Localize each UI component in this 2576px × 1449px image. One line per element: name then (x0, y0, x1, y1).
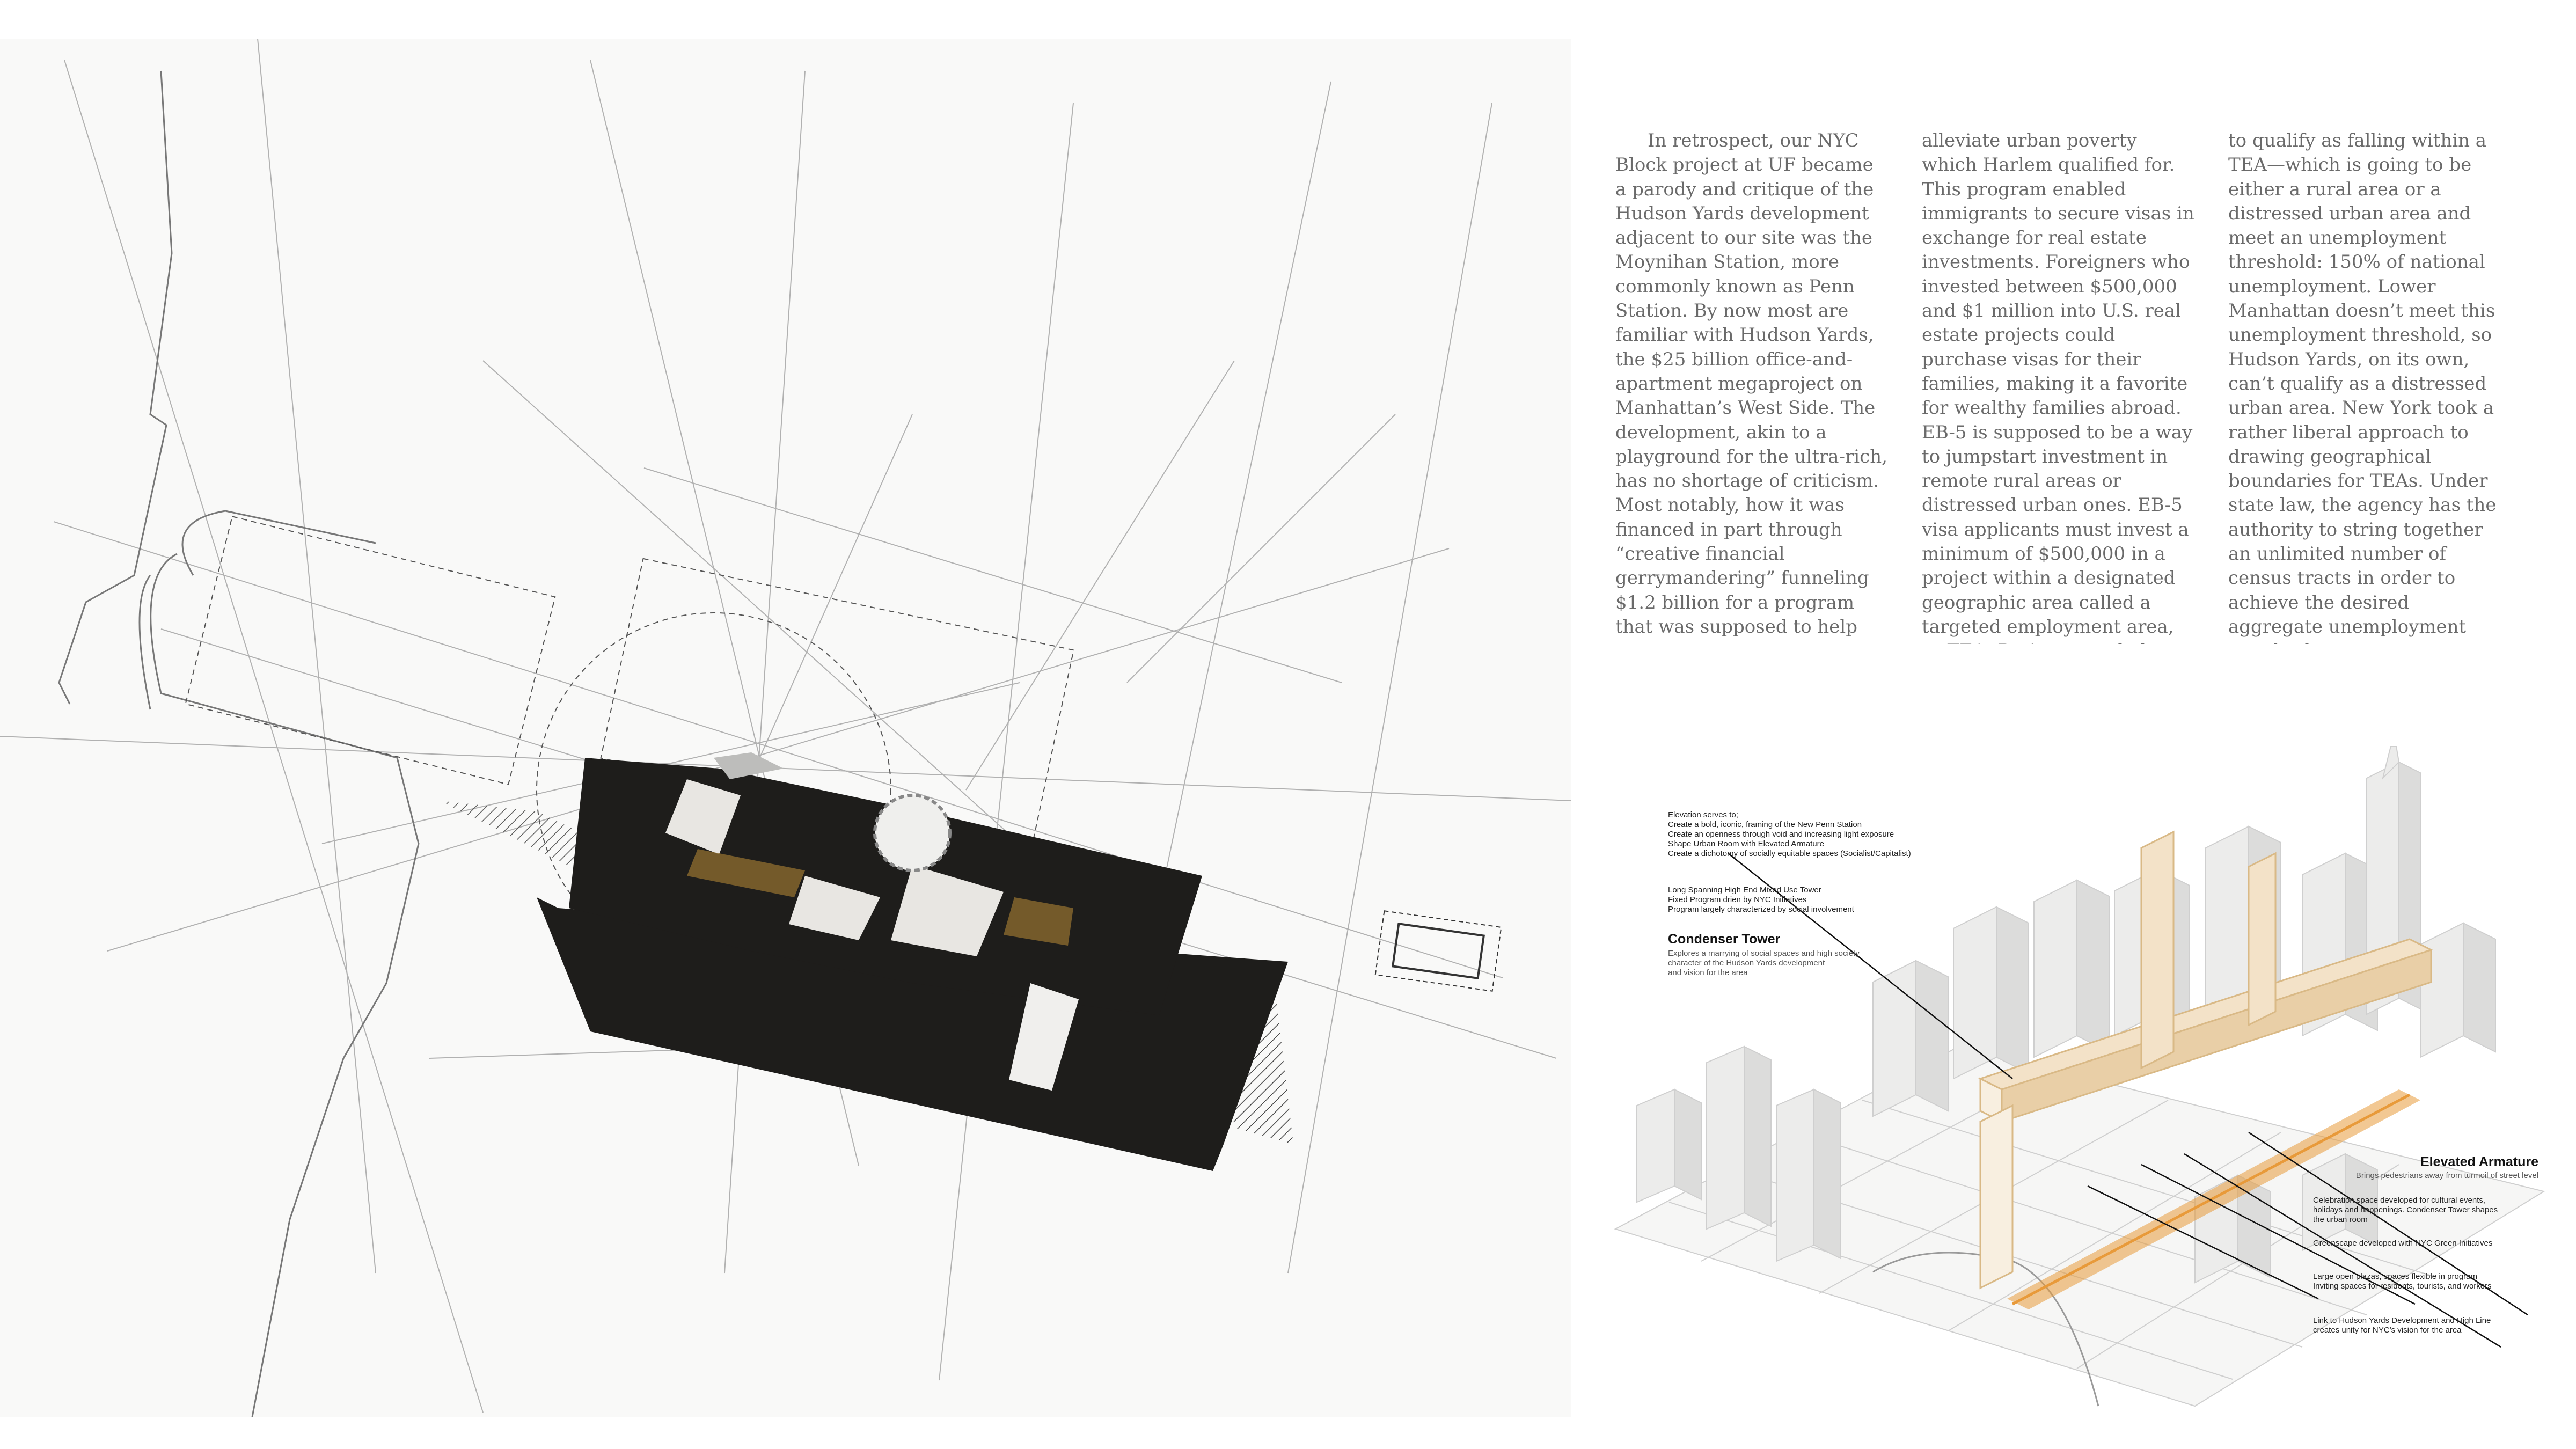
condenser-line: character of the Hudson Yards developmen… (1668, 958, 1825, 968)
axonometric-svg (1614, 746, 2545, 1407)
condenser-tower-notes: Explores a marrying of social spaces and… (1668, 949, 1860, 978)
note-line: Large open plazas, spaces flexible in pr… (2313, 1272, 2478, 1281)
condenser-line: Explores a marrying of social spaces and… (1668, 949, 1860, 958)
note-line: the urban room (2313, 1215, 2368, 1224)
note-hudson-yards-link: Link to Hudson Yards Development and Hig… (2313, 1316, 2491, 1335)
note-line: Link to Hudson Yards Development and Hig… (2313, 1316, 2491, 1325)
note-line: Greenscape developed with NYC Green Init… (2313, 1239, 2493, 1248)
note-line: creates unity for NYC’s vision for the a… (2313, 1326, 2462, 1335)
essay-column-2: alleviate urban poverty which Harlem qua… (1922, 130, 2194, 644)
plan-mass (537, 752, 1288, 1171)
note-open-plazas: Large open plazas, spaces flexible in pr… (2313, 1272, 2492, 1291)
axonometric-diagram: Elevation serves to; Create a bold, icon… (1605, 746, 2549, 1411)
note-line: holidays and happenings. Condenser Tower… (2313, 1205, 2498, 1214)
tower-line: Long Spanning High End Mixed Use Tower (1668, 885, 1821, 895)
essay-column-1: In retrospect, our NYC Block project at … (1615, 130, 1887, 638)
condenser-line: and vision for the area (1668, 968, 1748, 977)
elevation-line: Create a bold, iconic, framing of the Ne… (1668, 820, 1862, 829)
tower-line: Program largely characterized by social … (1668, 905, 1854, 914)
elevation-line: Elevation serves to; (1668, 810, 1738, 819)
elevation-notes: Elevation serves to; Create a bold, icon… (1668, 810, 1911, 859)
leader-lines (1728, 853, 2528, 1348)
note-celebration-space: Celebration space developed for cultural… (2313, 1196, 2498, 1225)
elevation-line: Shape Urban Room with Elevated Armature (1668, 839, 1824, 848)
elevation-line: Create a dichotomy of socially equitable… (1668, 849, 1911, 858)
construction-lines (0, 39, 1571, 1413)
tower-notes: Long Spanning High End Mixed Use Tower F… (1668, 885, 1854, 914)
condenser-tower-title: Condenser Tower (1668, 932, 1781, 947)
street-outline (58, 70, 420, 1417)
condenser-tower (1978, 830, 2433, 1309)
note-greenscape: Greenscape developed with NYC Green Init… (2313, 1239, 2492, 1248)
site-plan-svg (0, 39, 1571, 1417)
note-line: Celebration space developed for cultural… (2313, 1196, 2486, 1205)
note-line: Inviting spaces for residents, tourists,… (2313, 1282, 2492, 1291)
elevation-line: Create an openness through void and incr… (1668, 830, 1894, 839)
east-block (1374, 910, 1502, 992)
tower-line: Fixed Program drien by NYC Initiatives (1668, 895, 1807, 904)
elevated-armature-subtitle: Brings pedestrians away from turmoil of … (2355, 1171, 2538, 1180)
elevated-armature-title: Elevated Armature (2420, 1154, 2538, 1169)
site-plan-drawing (0, 39, 1571, 1417)
essay-column-3: to qualify as falling within a TEA—which… (2228, 130, 2497, 644)
essay-text: In retrospect, our NYC Block project at … (1615, 129, 2501, 644)
